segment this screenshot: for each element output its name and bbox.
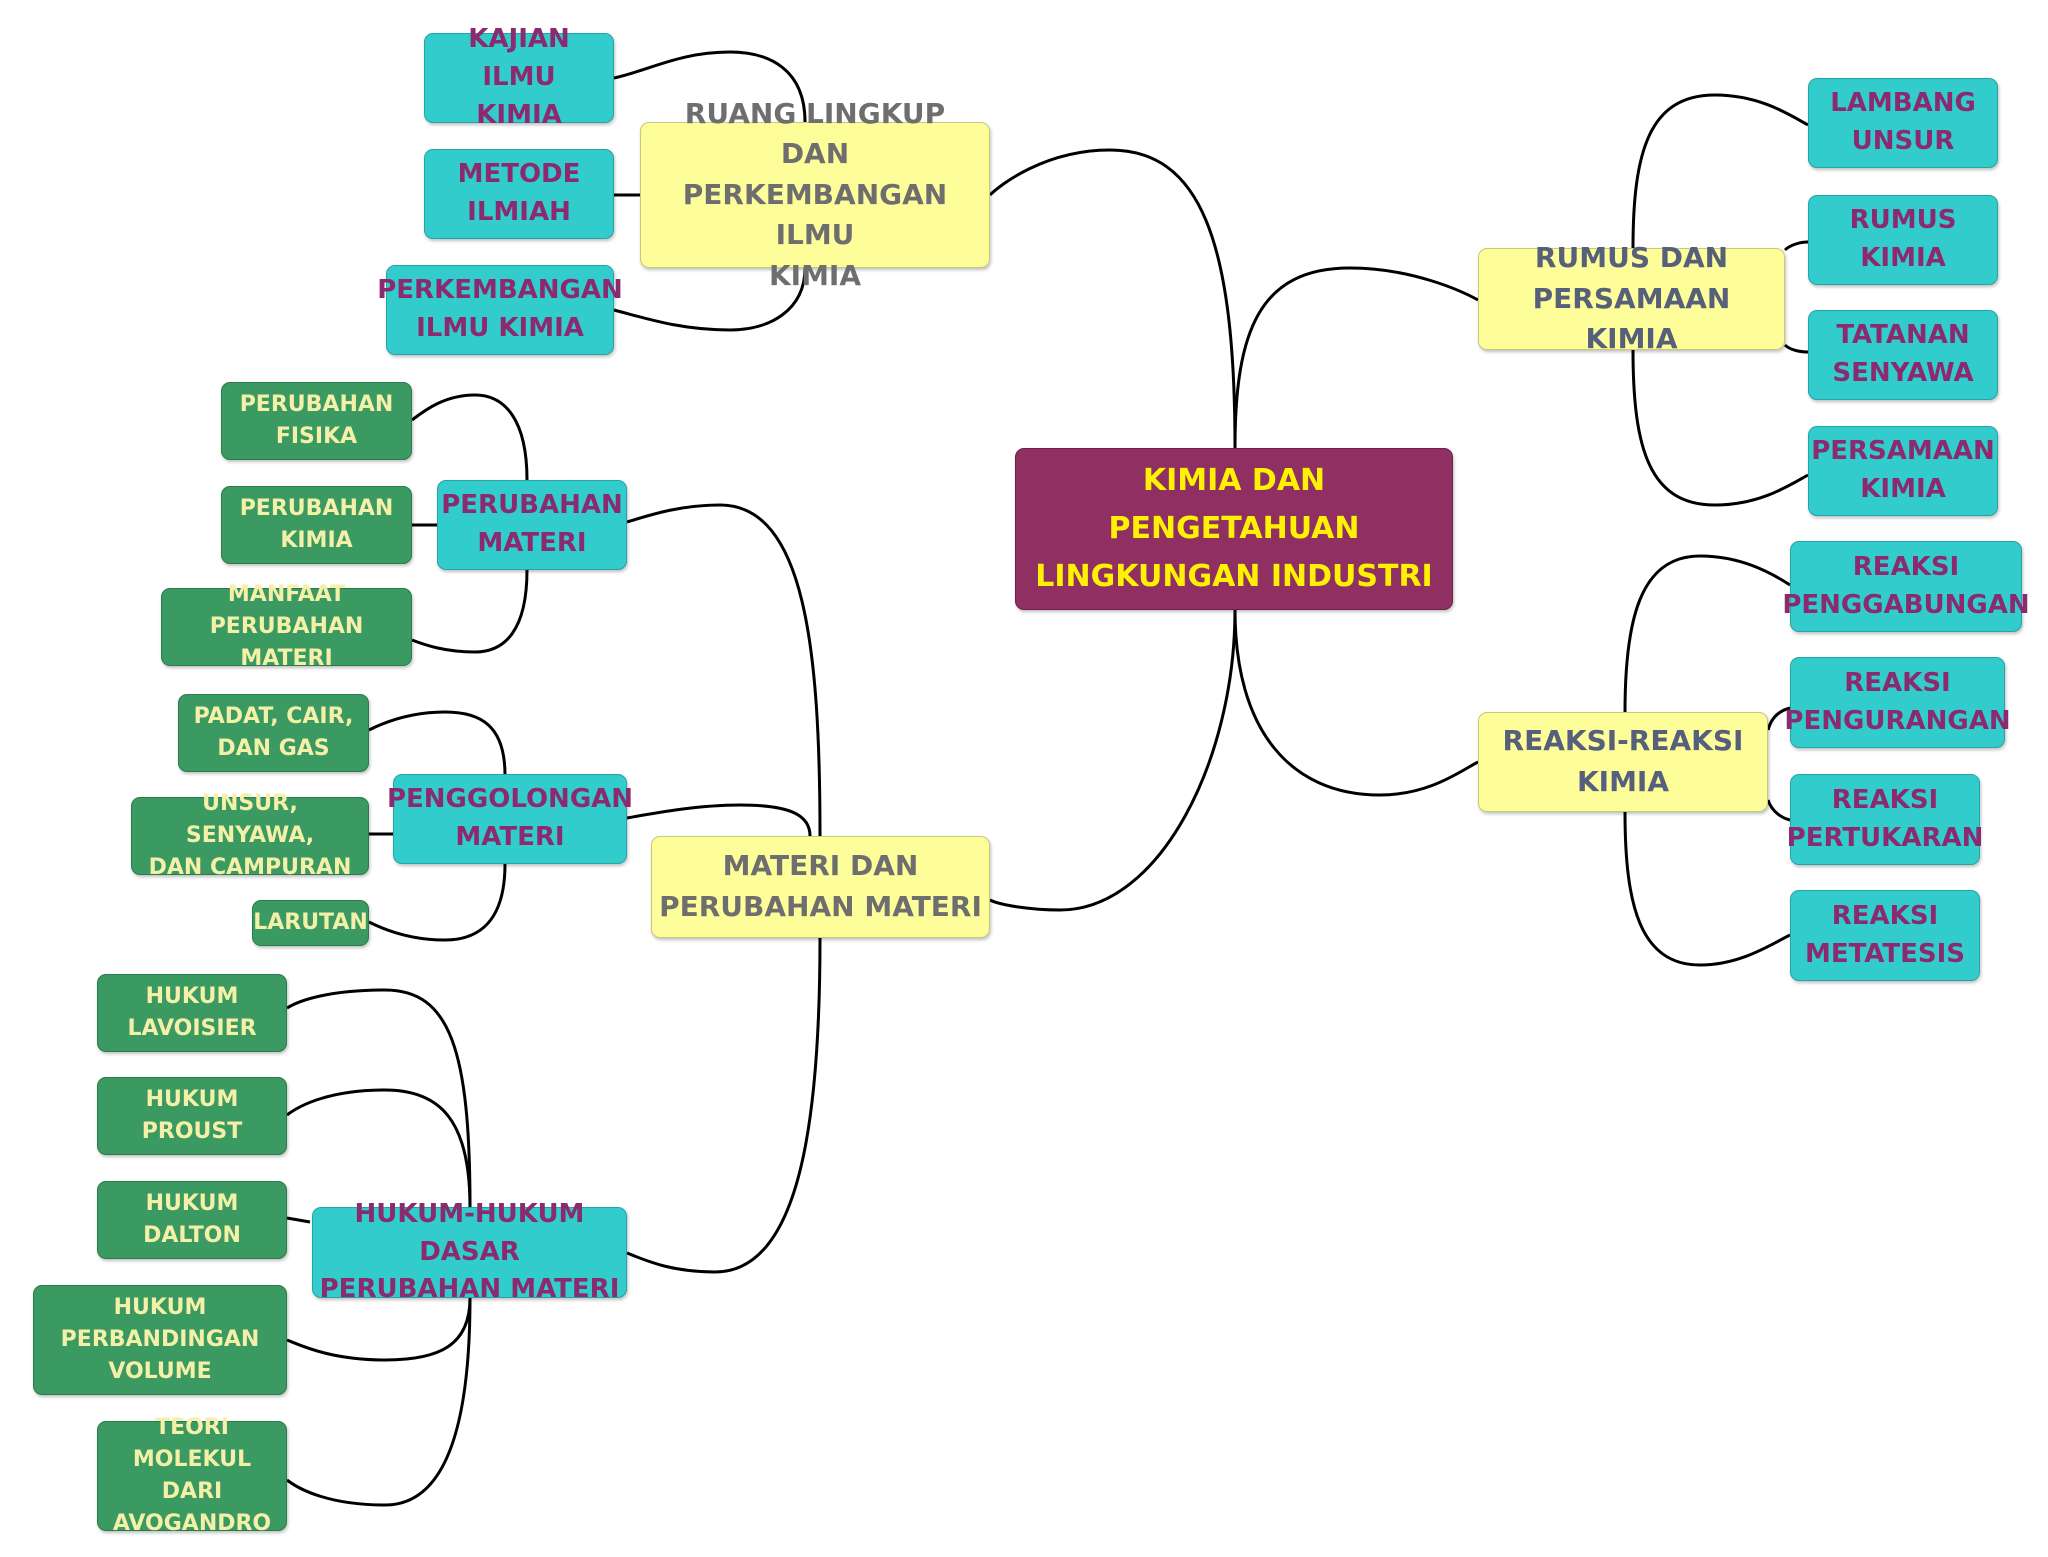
- link-rumus-rumus: [1783, 240, 1809, 252]
- leaf-perubahan-fisika[interactable]: PERUBAHAN FISIKA: [221, 382, 412, 460]
- subtopic-reaksi-metatesis[interactable]: REAKSI METATESIS: [1790, 890, 1980, 981]
- leaf-perubahan-kimia[interactable]: PERUBAHAN KIMIA: [221, 486, 412, 564]
- subtopic-reaksi-penggabungan[interactable]: REAKSI PENGGABUNGAN: [1782, 541, 2030, 632]
- link-ruang-perkembangan: [613, 267, 807, 332]
- leaf-larutan[interactable]: LARUTAN: [252, 900, 369, 946]
- link-rumus-lambang: [1631, 93, 1809, 249]
- root-topic[interactable]: KIMIA DAN PENGETAHUAN LINGKUNGAN INDUSTR…: [1015, 448, 1453, 610]
- link-perubahan-manfaat: [411, 569, 529, 654]
- topic-reaksi-reaksi-kimia[interactable]: REAKSI-REAKSI KIMIA: [1478, 712, 1768, 812]
- topic-rumus-persamaan-kimia[interactable]: RUMUS DAN PERSAMAAN KIMIA: [1478, 241, 1785, 355]
- topic-materi-dan-perubahan[interactable]: MATERI DAN PERUBAHAN MATERI: [651, 836, 990, 938]
- link-materi-penggolongan: [626, 803, 812, 837]
- link-perubahan-fisika: [411, 393, 529, 481]
- topic-ruang-lingkup[interactable]: RUANG LINGKUP DAN PERKEMBANGAN ILMU KIMI…: [640, 97, 990, 292]
- link-reaksi-pertukaran: [1766, 799, 1791, 822]
- link-root-rumus: [1233, 266, 1479, 449]
- subtopic-rumus-kimia[interactable]: RUMUS KIMIA: [1808, 195, 1998, 285]
- leaf-manfaat-perubahan-materi[interactable]: MANFAAT PERUBAHAN MATERI: [161, 582, 412, 671]
- link-materi-perubahan: [626, 503, 822, 837]
- subtopic-perkembangan-ilmu-kimia[interactable]: PERKEMBANGAN ILMU KIMIA: [377, 265, 623, 355]
- link-hukum-volume: [286, 1297, 472, 1362]
- link-hukum-dalton: [286, 1216, 311, 1224]
- link-rumus-tatanan: [1783, 343, 1809, 354]
- link-materi-hukum: [626, 937, 822, 1274]
- subtopic-reaksi-pengurangan[interactable]: REAKSI PENGURANGAN: [1784, 657, 2011, 748]
- link-reaksi-metatesis: [1623, 811, 1791, 967]
- link-hukum-lavoisier: [286, 988, 472, 1208]
- subtopic-tatanan-senyawa[interactable]: TATANAN SENYAWA: [1808, 310, 1998, 400]
- leaf-teori-molekul-avogandro[interactable]: TEORI MOLEKUL DARI AVOGANDRO: [97, 1415, 287, 1536]
- link-root-ruang: [988, 148, 1237, 449]
- link-hukum-proust: [286, 1088, 472, 1208]
- link-ruang-kajian: [613, 50, 807, 123]
- leaf-hukum-perbandingan-volume[interactable]: HUKUM PERBANDINGAN VOLUME: [33, 1285, 287, 1395]
- subtopic-reaksi-pertukaran[interactable]: REAKSI PERTUKARAN: [1787, 774, 1983, 865]
- subtopic-perubahan-materi[interactable]: PERUBAHAN MATERI: [437, 480, 627, 570]
- leaf-unsur-senyawa-campuran[interactable]: UNSUR, SENYAWA, DAN CAMPURAN: [131, 791, 369, 880]
- link-rumus-persamaan: [1631, 349, 1809, 507]
- leaf-hukum-dalton[interactable]: HUKUM DALTON: [97, 1181, 287, 1259]
- subtopic-kajian-ilmu-kimia[interactable]: KAJIAN ILMU KIMIA: [424, 24, 614, 130]
- subtopic-hukum-hukum-dasar[interactable]: HUKUM-HUKUM DASAR PERUBAHAN MATERI: [312, 1199, 627, 1304]
- link-penggolongan-larutan: [368, 863, 507, 942]
- leaf-hukum-proust[interactable]: HUKUM PROUST: [97, 1077, 287, 1155]
- link-penggolongan-padat: [368, 710, 507, 776]
- subtopic-persamaan-kimia[interactable]: PERSAMAAN KIMIA: [1808, 426, 1998, 516]
- link-reaksi-pengurangan: [1766, 706, 1791, 731]
- subtopic-penggolongan-materi[interactable]: PENGGOLONGAN MATERI: [387, 774, 633, 864]
- link-hukum-teori: [286, 1297, 472, 1507]
- link-reaksi-penggabungan: [1623, 554, 1791, 713]
- link-root-reaksi: [1233, 609, 1479, 797]
- subtopic-lambang-unsur[interactable]: LAMBANG UNSUR: [1808, 78, 1998, 168]
- leaf-hukum-lavoisier[interactable]: HUKUM LAVOISIER: [97, 974, 287, 1052]
- link-root-materi: [989, 609, 1237, 912]
- subtopic-metode-ilmiah[interactable]: METODE ILMIAH: [424, 149, 614, 239]
- leaf-padat-cair-gas[interactable]: PADAT, CAIR, DAN GAS: [178, 694, 369, 772]
